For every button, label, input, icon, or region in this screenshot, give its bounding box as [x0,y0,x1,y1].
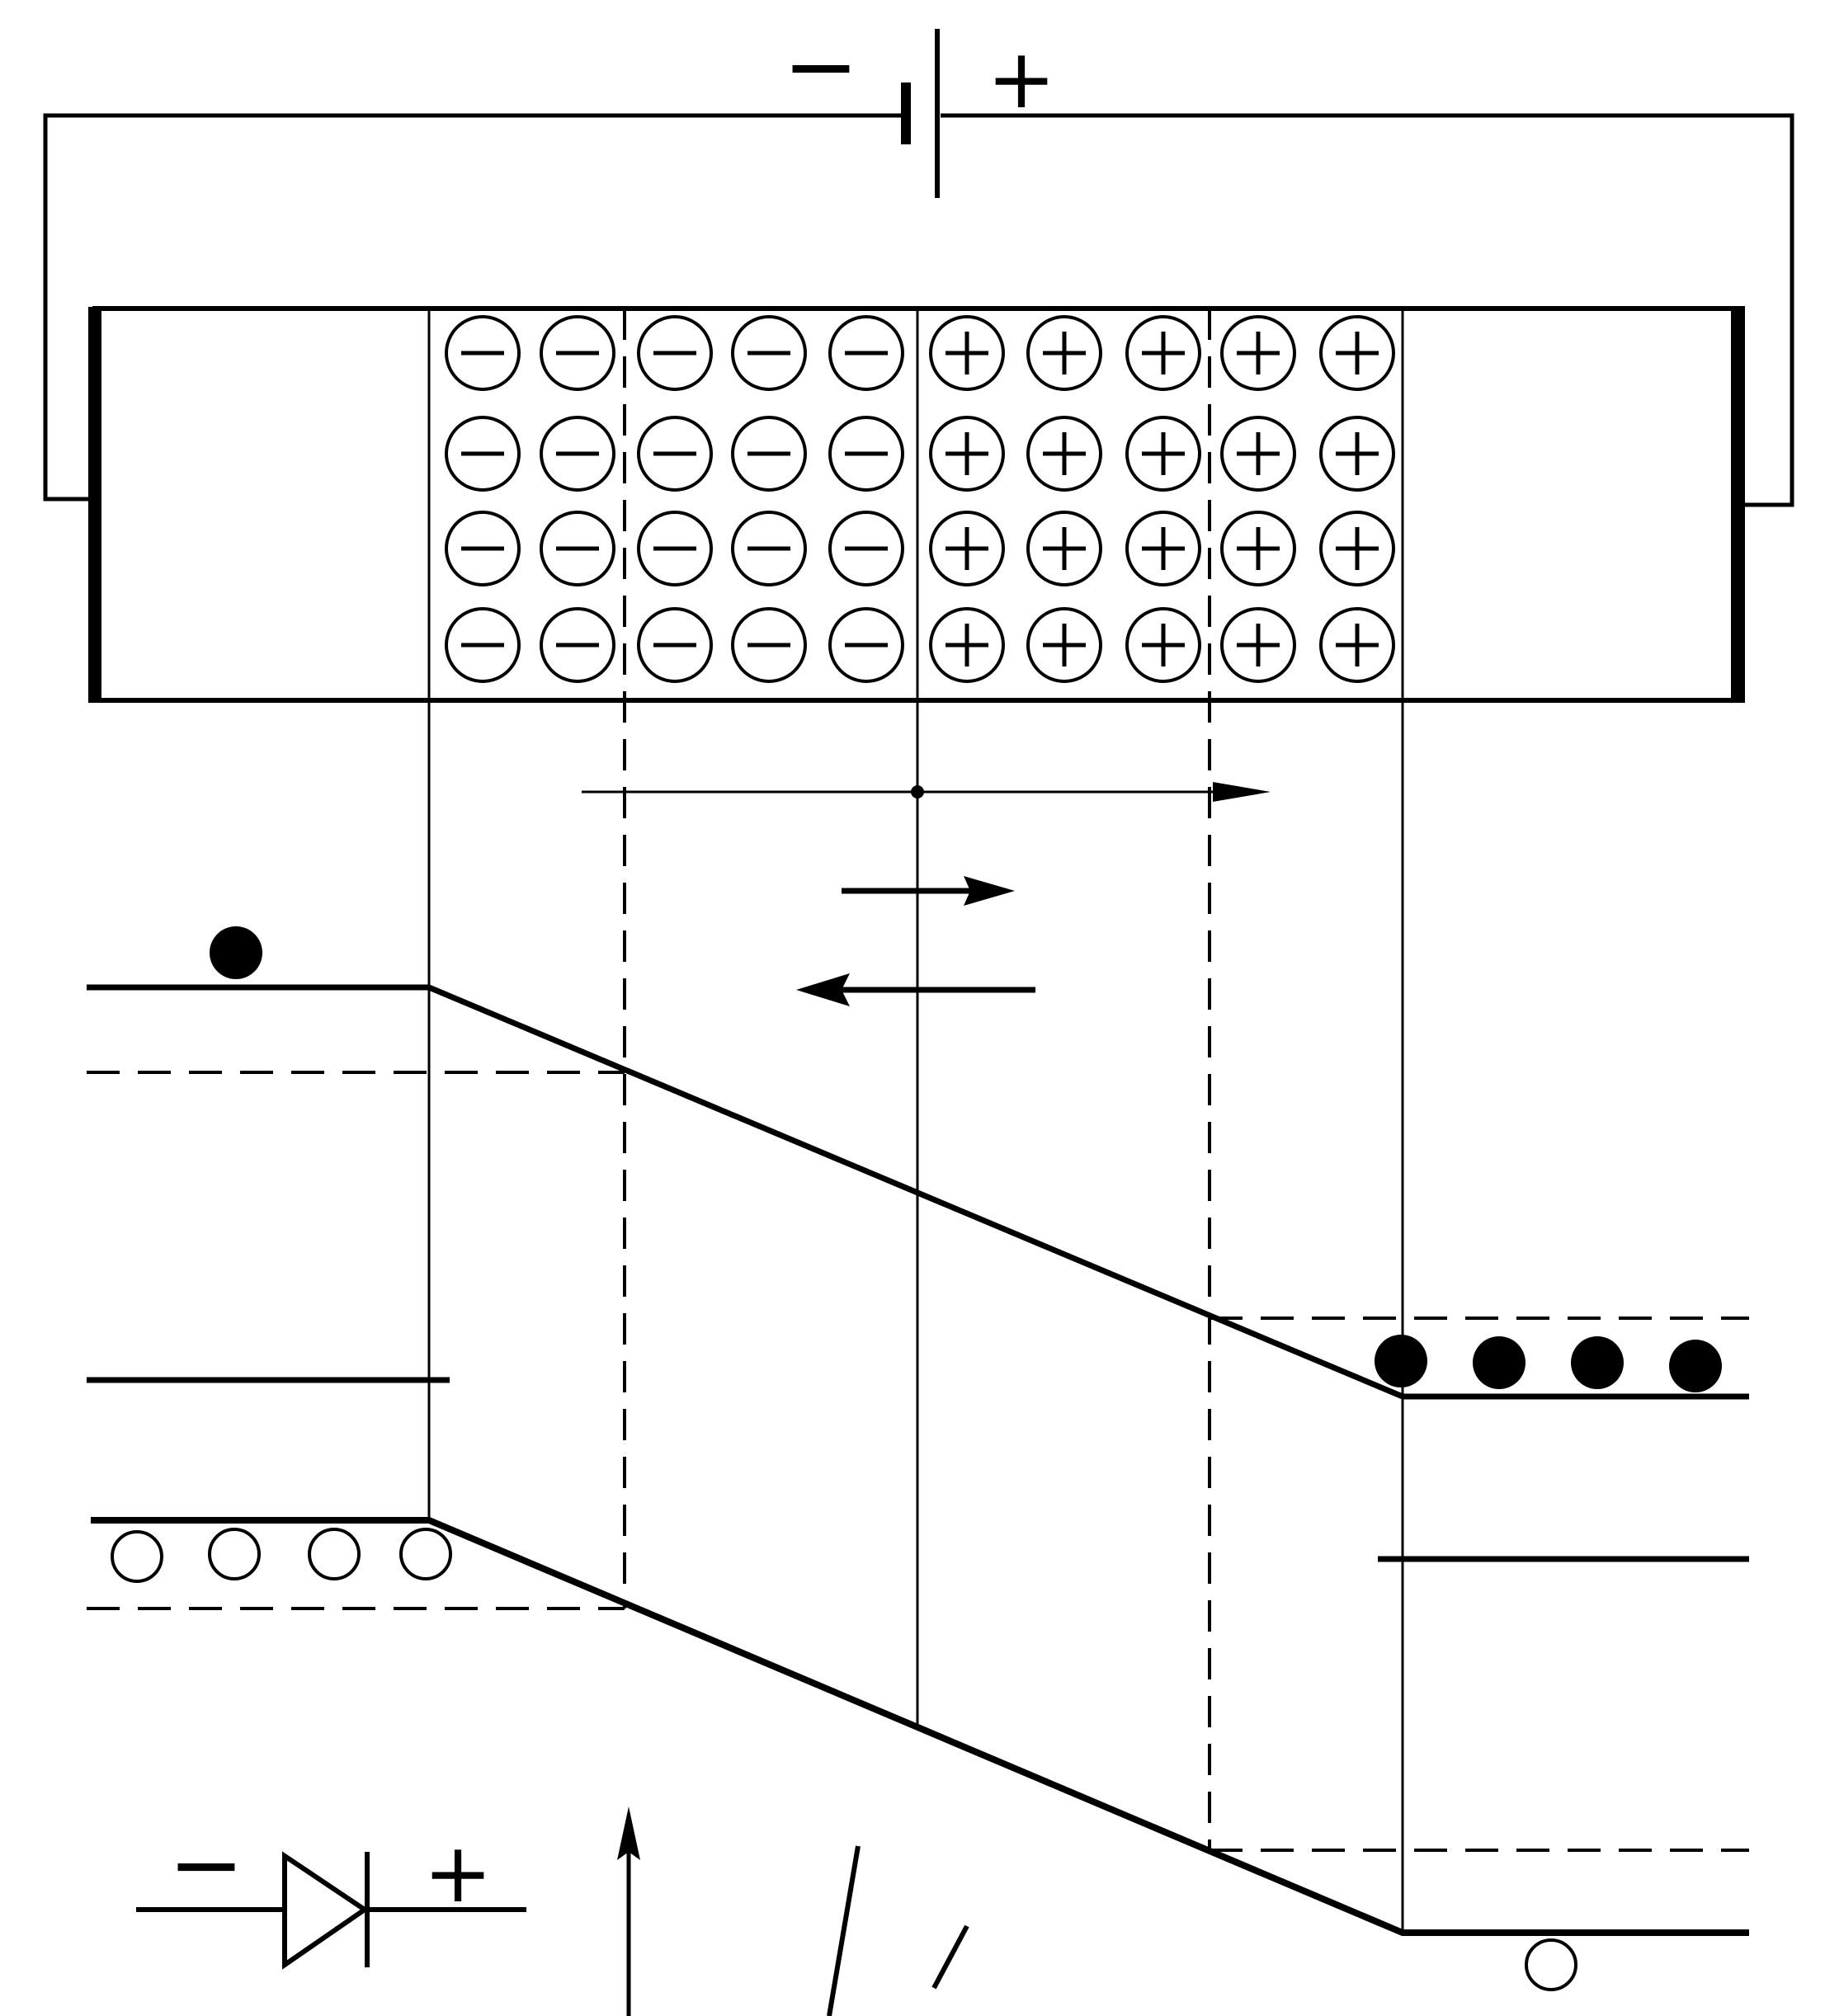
positive-ion [1125,315,1201,391]
width-arrow-origin [911,785,924,798]
negative-ion [540,416,615,492]
p-side-hole [111,1530,163,1583]
negative-ion [445,607,521,683]
negative-ion [637,315,713,391]
negative-ion [540,511,615,586]
diode-positive-label: + [423,1825,493,1921]
diode-triangle [282,1851,370,1970]
negative-ion [445,315,521,391]
forward-arrow-head [964,876,1015,906]
positive-ion [1125,607,1201,683]
negative-ion [540,607,615,683]
energy-axis-arrow [617,1806,640,2016]
n-side-electron [1669,1340,1722,1392]
electrons [210,926,1722,1392]
positive-ion [1026,315,1102,391]
positive-ion [1026,511,1102,586]
negative-ion [731,315,807,391]
positive-ion [1220,607,1296,683]
n-side-electron [1473,1336,1526,1389]
light-rays [827,1845,969,2016]
negative-ion [637,607,713,683]
positive-ion [1220,416,1296,492]
positive-ion [1319,511,1395,586]
negative-ion [445,416,521,492]
conduction-band-edge [87,984,1749,1400]
depletion-boundaries [427,309,1404,1930]
reverse-current-arrow [796,973,1035,1006]
right-wire [941,113,1794,507]
negative-ion [828,416,904,492]
negative-ion [445,511,521,586]
n-side-electron [1375,1335,1427,1387]
depletion-width-arrow [582,782,1271,802]
valence-band-edge [91,1517,1749,1936]
positive-ion [1319,607,1395,683]
valence-band [91,1517,1749,1936]
positive-ion [1220,315,1296,391]
positive-ion [929,315,1005,391]
negative-ion [828,607,904,683]
n-side-hole [1525,1938,1577,1991]
negative-ion [637,416,713,492]
positive-ion [929,511,1005,586]
negative-ion [540,315,615,391]
conduction-band [87,984,1749,1400]
positive-ion [1125,511,1201,586]
width-arrow-head [1213,782,1271,802]
positive-ion [1220,511,1296,586]
forward-current-arrow [842,876,1015,906]
battery-negative-label: − [783,13,859,119]
positive-ion [1026,607,1102,683]
ion-grid [445,315,1395,683]
energy-axis-head [617,1806,640,1860]
fermi-levels [87,1377,1749,1562]
p-side-hole [399,1528,452,1580]
positive-ion [1319,416,1395,492]
reverse-arrow-head [796,973,850,1006]
negative-ion [731,511,807,586]
positive-ion [929,607,1005,683]
diode-negative-label: − [168,1811,244,1917]
negative-ion [637,511,713,586]
light-ray [827,1845,861,2016]
positive-ion [1125,416,1201,492]
positive-ion [1319,315,1395,391]
negative-ion [731,607,807,683]
negative-ion [828,511,904,586]
diode-symbol [136,1851,526,1970]
left-wire [43,113,906,502]
p-side-hole [208,1528,261,1580]
dashed-boundaries [623,309,1211,1848]
negative-ion [731,416,807,492]
battery-symbol [901,29,940,198]
light-ray [931,1924,969,1990]
n-side-electron [1571,1336,1624,1389]
external-circuit [43,113,1794,507]
holes [111,1528,1577,1991]
positive-ion [929,416,1005,492]
battery-positive-label: + [987,31,1056,127]
dashed-band-levels [87,1071,1749,1852]
positive-ion [1026,416,1102,492]
negative-ion [828,315,904,391]
p-side-electron [210,926,262,979]
p-side-hole [308,1528,361,1580]
